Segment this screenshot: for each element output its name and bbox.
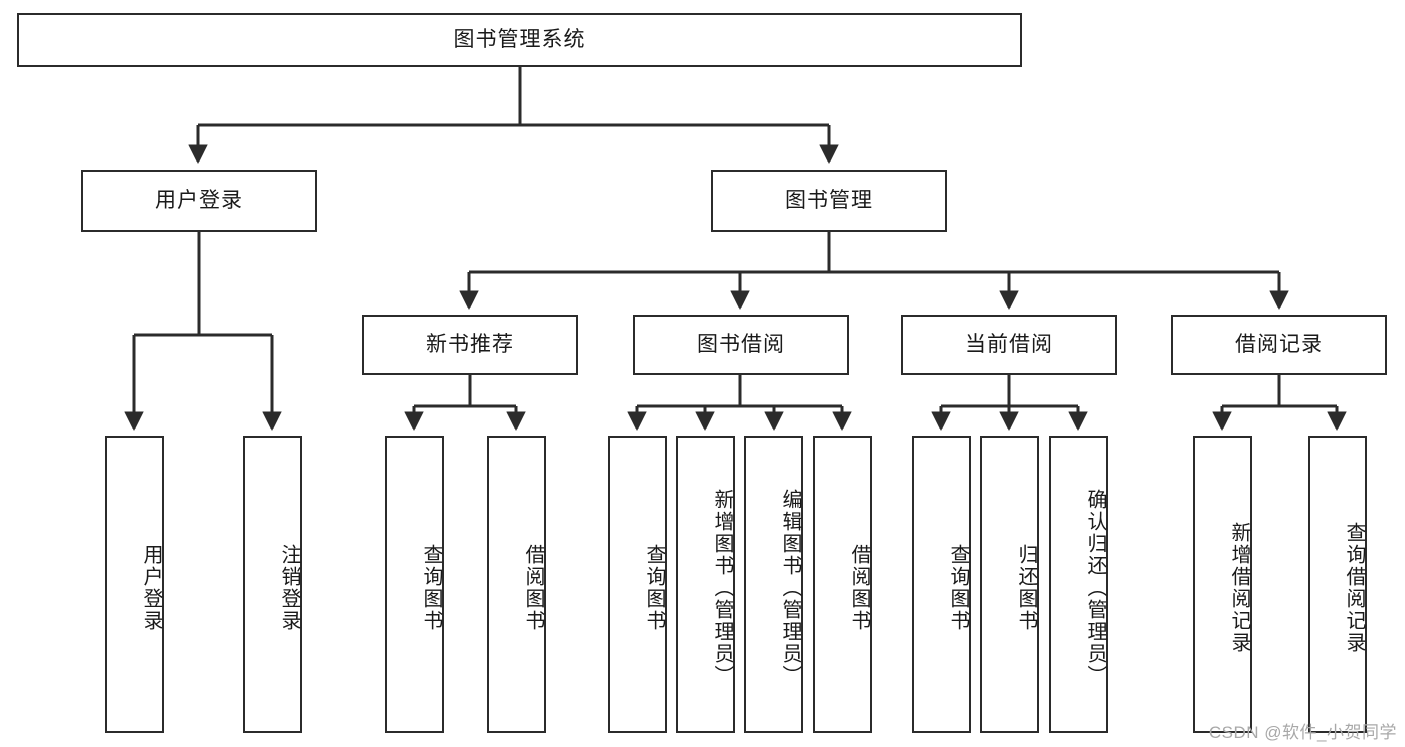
leaf-query-book-2[interactable]: 查询图书 bbox=[608, 436, 667, 733]
leaf-borrow-book-1[interactable]: 借阅图书 bbox=[487, 436, 546, 733]
node-label: 查询图书 bbox=[643, 543, 665, 632]
node-label: 借阅图书 bbox=[848, 543, 870, 632]
leaf-query-record[interactable]: 查询借阅记录 bbox=[1308, 436, 1367, 733]
node-label: 查询借阅记录 bbox=[1343, 521, 1365, 654]
node-label: 归还图书 bbox=[1015, 543, 1037, 632]
node-label: 图书管理系统 bbox=[453, 28, 586, 52]
node-label: 图书管理 bbox=[785, 189, 873, 213]
node-borrow-record[interactable]: 借阅记录 bbox=[1171, 315, 1387, 375]
leaf-edit-book[interactable]: 编辑图书（管理员） bbox=[744, 436, 803, 733]
node-label: 用户登录 bbox=[155, 189, 243, 213]
node-label: 图书借阅 bbox=[697, 333, 785, 357]
node-label: 确认归还（管理员） bbox=[1084, 488, 1106, 687]
leaf-query-book-1[interactable]: 查询图书 bbox=[385, 436, 444, 733]
node-label: 编辑图书（管理员） bbox=[779, 488, 801, 687]
node-book-manage[interactable]: 图书管理 bbox=[711, 170, 947, 232]
leaf-user-login[interactable]: 用户登录 bbox=[105, 436, 164, 733]
node-current-borrow[interactable]: 当前借阅 bbox=[901, 315, 1117, 375]
leaf-return-book[interactable]: 归还图书 bbox=[980, 436, 1039, 733]
leaf-add-record[interactable]: 新增借阅记录 bbox=[1193, 436, 1252, 733]
node-label: 新增借阅记录 bbox=[1228, 521, 1250, 654]
leaf-query-book-3[interactable]: 查询图书 bbox=[912, 436, 971, 733]
leaf-add-book[interactable]: 新增图书（管理员） bbox=[676, 436, 735, 733]
node-label: 借阅图书 bbox=[522, 543, 544, 632]
leaf-borrow-book-2[interactable]: 借阅图书 bbox=[813, 436, 872, 733]
node-new-book-recommend[interactable]: 新书推荐 bbox=[362, 315, 578, 375]
node-label: 新书推荐 bbox=[426, 333, 514, 357]
node-label: 借阅记录 bbox=[1235, 333, 1323, 357]
leaf-user-logout[interactable]: 注销登录 bbox=[243, 436, 302, 733]
node-label: 查询图书 bbox=[947, 543, 969, 632]
csdn-watermark: CSDN @软件_小贺同学 bbox=[1208, 723, 1397, 742]
node-user-login[interactable]: 用户登录 bbox=[81, 170, 317, 232]
node-label: 当前借阅 bbox=[965, 333, 1053, 357]
node-label: 用户登录 bbox=[140, 543, 162, 632]
node-label: 新增图书（管理员） bbox=[711, 488, 733, 687]
node-label: 注销登录 bbox=[278, 543, 300, 632]
node-label: 查询图书 bbox=[420, 543, 442, 632]
leaf-confirm-return[interactable]: 确认归还（管理员） bbox=[1049, 436, 1108, 733]
node-book-borrow[interactable]: 图书借阅 bbox=[633, 315, 849, 375]
node-root-book-management-system[interactable]: 图书管理系统 bbox=[17, 13, 1022, 67]
